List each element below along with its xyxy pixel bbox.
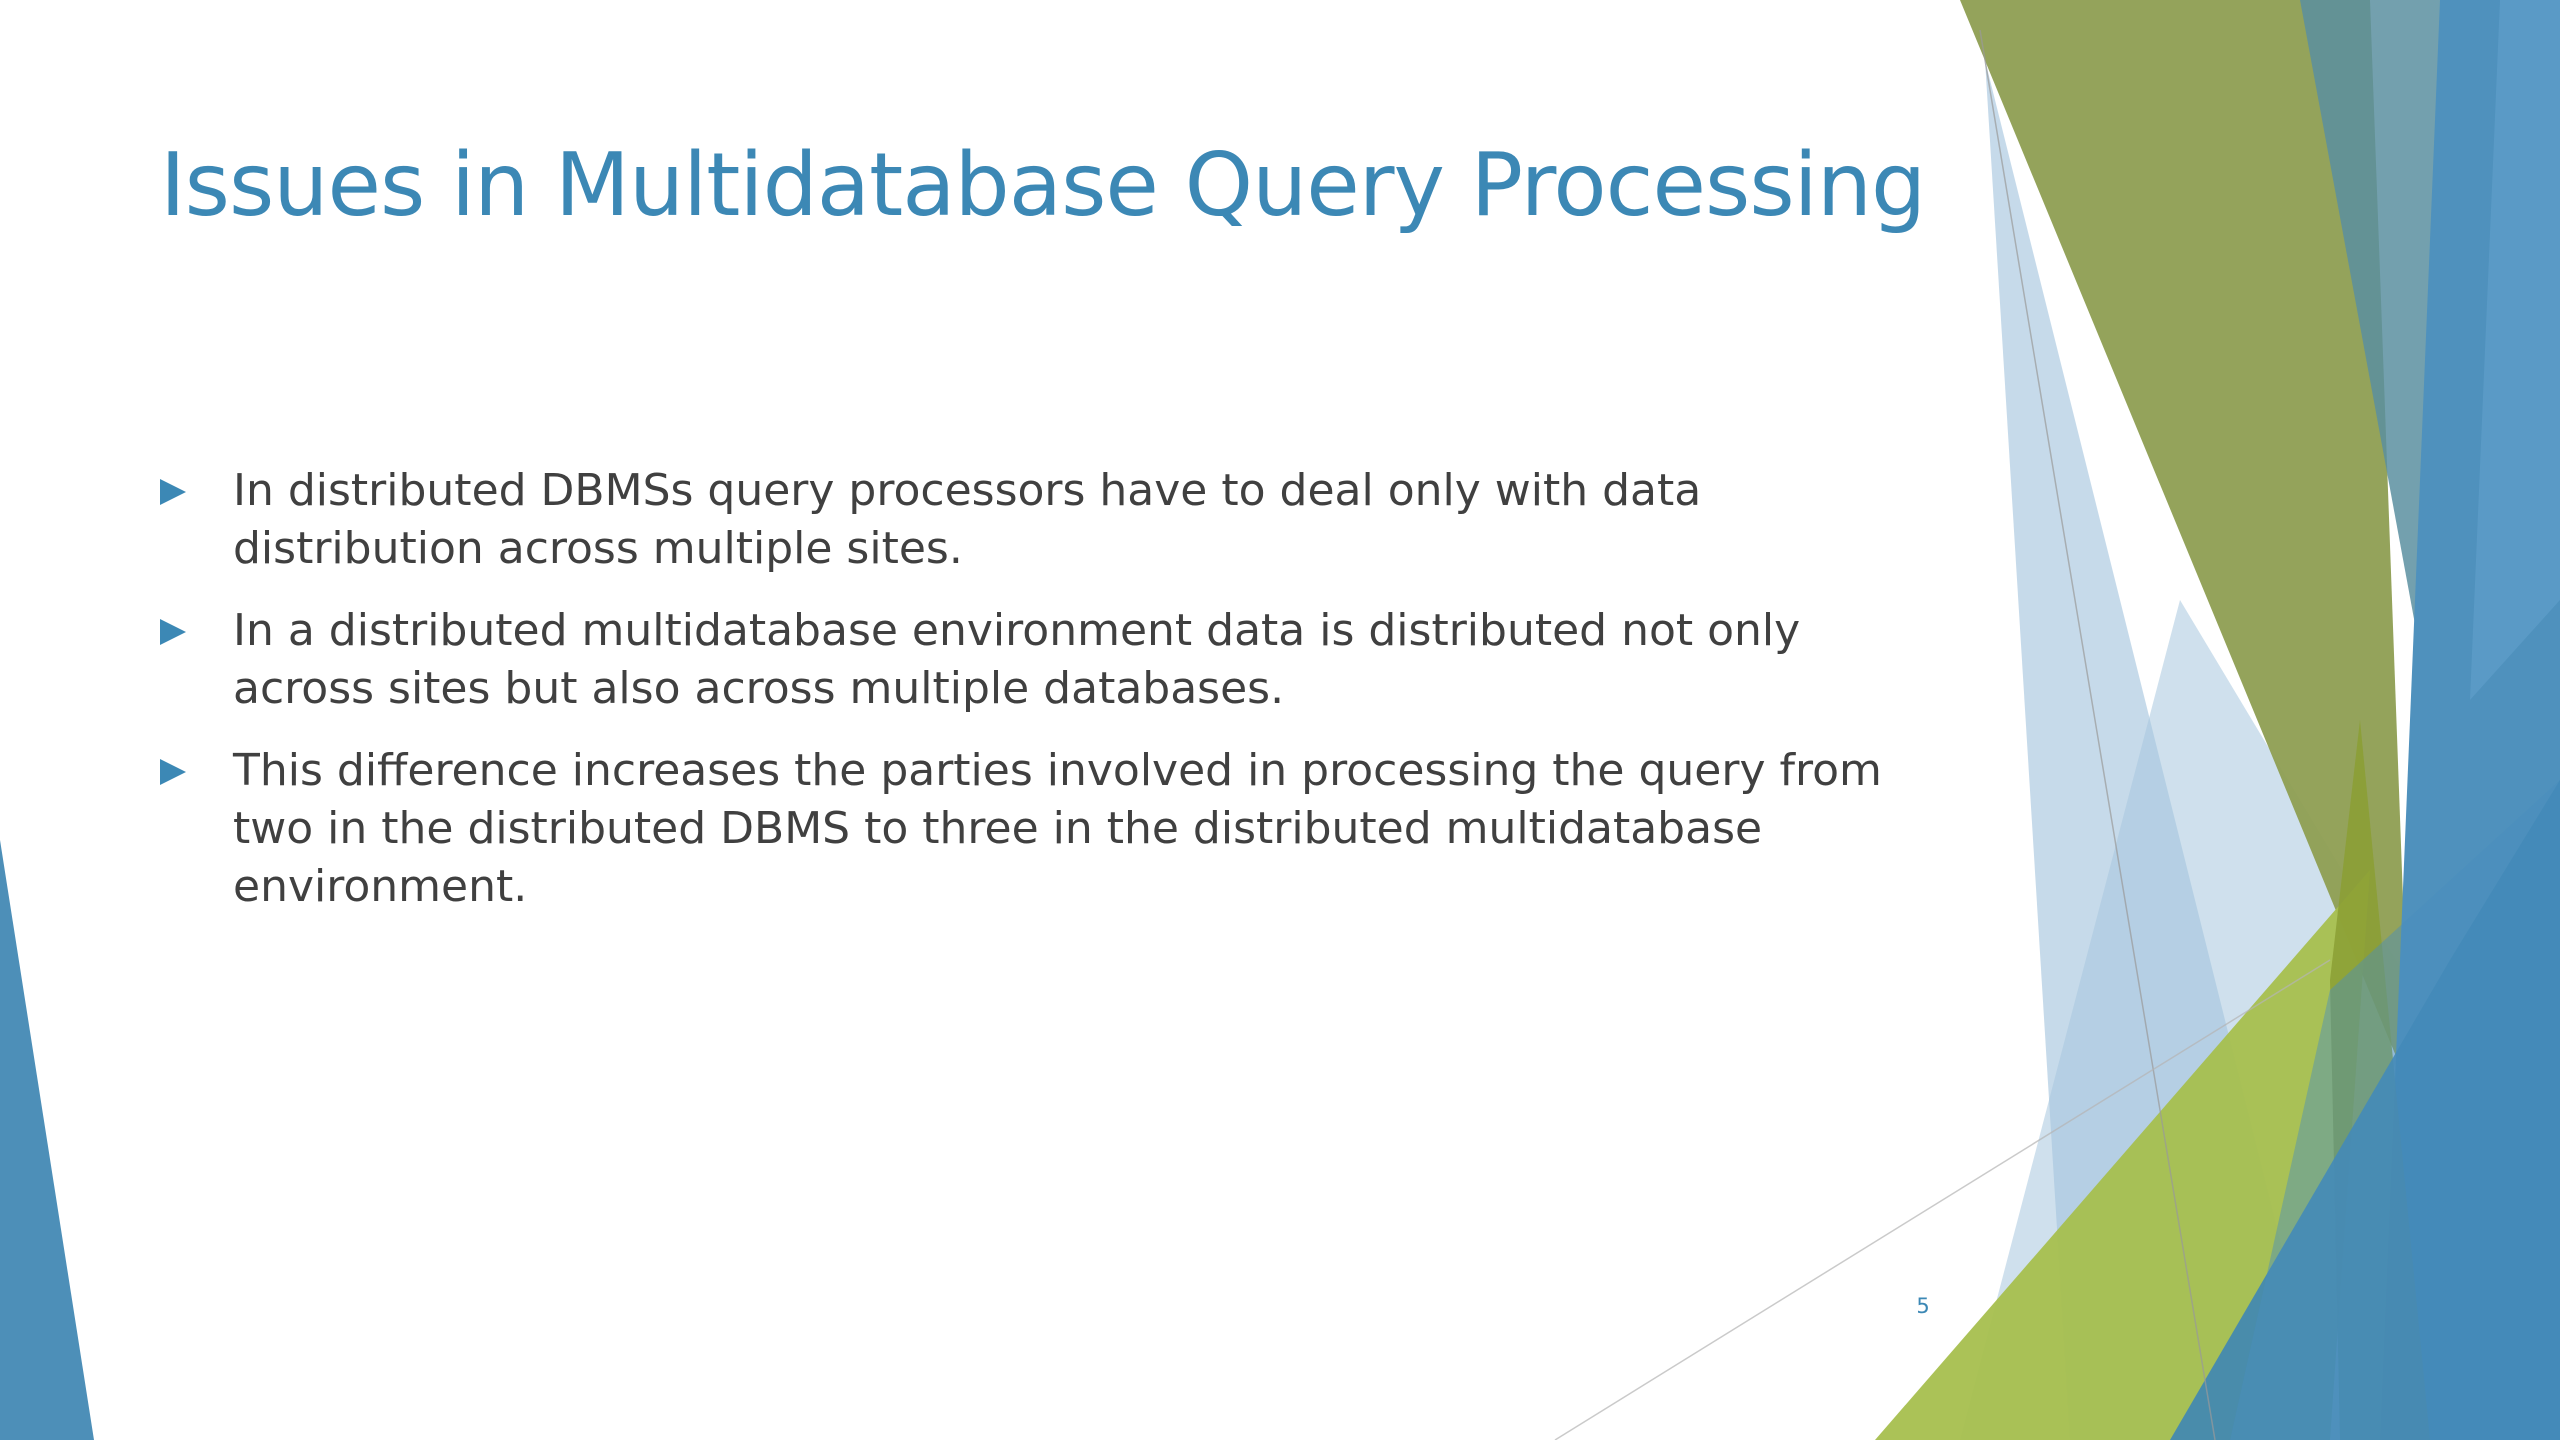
blue-right-upper-shape (2470, 0, 2560, 700)
blue-bottom-shape (2170, 780, 2560, 1440)
bullet-item: In a distributed multidatabase environme… (160, 602, 1940, 718)
bullet-item: In distributed DBMSs query processors ha… (160, 462, 1940, 578)
bullet-text: This difference increases the parties in… (233, 745, 1882, 912)
bullet-item: This difference increases the parties in… (160, 742, 1940, 916)
thin-diagonal-line-2 (1554, 959, 2331, 1440)
bullet-list: In distributed DBMSs query processors ha… (160, 462, 1940, 940)
triangle-right-icon (160, 759, 186, 785)
bullet-text: In a distributed multidatabase environme… (233, 605, 1801, 714)
olive-triangle-shape (1960, 0, 2410, 1090)
triangle-right-icon (160, 479, 186, 505)
page-number: 5 (1916, 1294, 1930, 1318)
triangle-right-icon (160, 619, 186, 645)
slide-title: Issues in Multidatabase Query Processing (160, 134, 1926, 236)
bullet-text: In distributed DBMSs query processors ha… (233, 465, 1702, 574)
left-blue-sliver-shape (0, 840, 94, 1440)
thin-diagonal-line-1 (1979, 29, 2216, 1440)
blue-translucent-shape (2230, 780, 2560, 1440)
